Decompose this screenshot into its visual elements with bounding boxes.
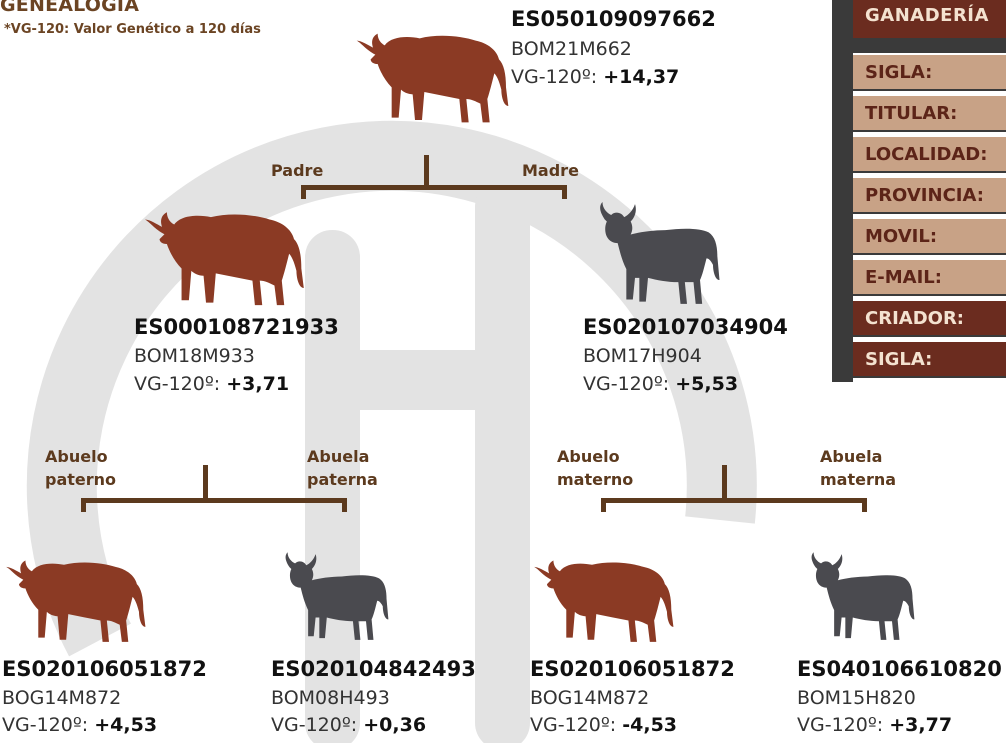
vg-label: VG-120º:: [511, 66, 604, 88]
subject-code: BOM21M662: [511, 38, 632, 60]
gm-maternal-id: ES040106610820: [797, 657, 1002, 681]
page-title: GENEALOGÍA: [0, 0, 140, 16]
bracket-stem-maternal: [722, 465, 727, 500]
bracket-bar-paternal: [81, 498, 347, 503]
gf-paternal-id: ES020106051872: [2, 657, 207, 681]
mother-vg-line: VG-120º: +5,53: [583, 373, 738, 395]
bracket-left-tick: [301, 185, 306, 199]
gm-maternal-code: BOM15H820: [797, 687, 916, 709]
vg-label: VG-120º:: [271, 714, 364, 736]
mother-id: ES020107034904: [583, 315, 788, 339]
bracket-right-tick-maternal: [862, 498, 867, 512]
bracket-right-tick-paternal: [342, 498, 347, 512]
vg-label: VG-120º:: [2, 714, 95, 736]
gf-paternal-vg-line: VG-120º: +4,53: [2, 714, 157, 736]
bracket-left-tick-paternal: [81, 498, 86, 512]
label-abuelo-materno: Abuelo materno: [557, 447, 634, 489]
gm-paternal-vg-line: VG-120º: +0,36: [271, 714, 426, 736]
gm-paternal-code: BOM08H493: [271, 687, 390, 709]
gm-paternal-id: ES020104842493: [271, 657, 476, 681]
bracket-right-tick: [562, 185, 567, 199]
father-vg-value: +3,71: [226, 373, 290, 395]
gm-maternal-vg-value: +3,77: [889, 714, 953, 736]
gm-paternal-vg-value: +0,36: [363, 714, 427, 736]
vg-label: VG-120º:: [797, 714, 890, 736]
subject-vg-line: VG-120º: +14,37: [511, 66, 679, 88]
vg-label: VG-120º:: [134, 373, 227, 395]
subject-vg-value: +14,37: [603, 66, 680, 88]
bracket-stem-paternal: [203, 465, 208, 500]
bracket-bar: [301, 185, 567, 190]
bull-icon: [356, 33, 509, 123]
father-vg-line: VG-120º: +3,71: [134, 373, 289, 395]
gf-maternal-id: ES020106051872: [530, 657, 735, 681]
row-provincia: PROVINCIA:: [853, 178, 1006, 214]
label-abuela-paterna: Abuela paterna: [307, 447, 378, 489]
label-abuelo-paterno: Abuelo paterno: [45, 447, 117, 489]
gf-maternal-vg-line: VG-120º: -4,53: [530, 714, 677, 736]
cow-icon: [285, 552, 389, 640]
label-abuela-materna: Abuela materna: [820, 447, 897, 489]
gf-paternal-code: BOG14M872: [2, 687, 122, 709]
cow-icon: [811, 552, 915, 640]
row-email: E-MAIL:: [853, 260, 1006, 296]
bracket-bar-maternal: [601, 498, 867, 503]
row-criador: CRIADOR:: [853, 301, 1006, 337]
row-sigla: SIGLA:: [853, 55, 1006, 91]
ganaderia-header: GANADERÍA: [853, 0, 1006, 38]
bull-icon: [534, 560, 674, 642]
row-movil: MOVIL:: [853, 219, 1006, 255]
label-madre: Madre: [522, 161, 579, 180]
row-titular: TITULAR:: [853, 96, 1006, 132]
bull-icon: [6, 560, 146, 642]
row-localidad: LOCALIDAD:: [853, 137, 1006, 173]
mother-vg-value: +5,53: [675, 373, 739, 395]
gf-maternal-vg-value: -4,53: [622, 714, 678, 736]
bull-icon: [144, 212, 304, 306]
vg-label: VG-120º:: [530, 714, 623, 736]
cow-icon: [600, 202, 720, 304]
bracket-stem: [424, 155, 429, 190]
gf-paternal-vg-value: +4,53: [94, 714, 158, 736]
gf-maternal-code: BOG14M872: [530, 687, 650, 709]
page-subtitle: *VG-120: Valor Genético a 120 días: [4, 22, 261, 37]
subject-id: ES050109097662: [511, 7, 716, 31]
bracket-left-tick-maternal: [601, 498, 606, 512]
father-code: BOM18M933: [134, 345, 255, 367]
vg-label: VG-120º:: [583, 373, 676, 395]
row-sigla-criador: SIGLA:: [853, 342, 1006, 378]
father-id: ES000108721933: [134, 315, 339, 339]
mother-code: BOM17H904: [583, 345, 702, 367]
gm-maternal-vg-line: VG-120º: +3,77: [797, 714, 952, 736]
label-padre: Padre: [271, 161, 324, 180]
